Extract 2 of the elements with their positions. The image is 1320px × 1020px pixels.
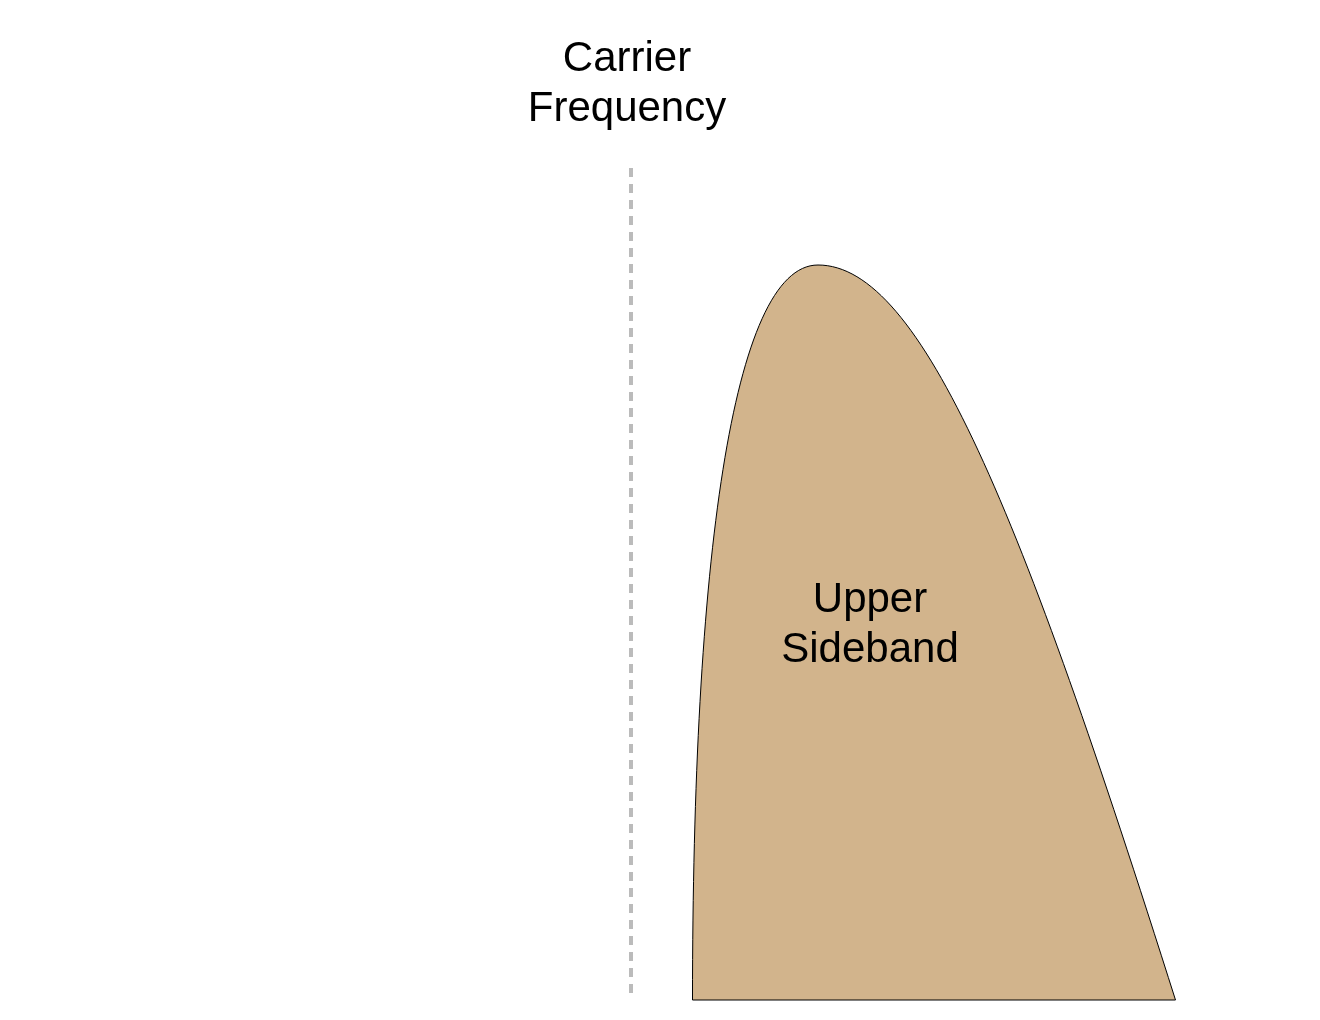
- axis-label: Carrier Frequency: [526, 32, 728, 132]
- sideband-label: Upper Sideband: [780, 573, 960, 673]
